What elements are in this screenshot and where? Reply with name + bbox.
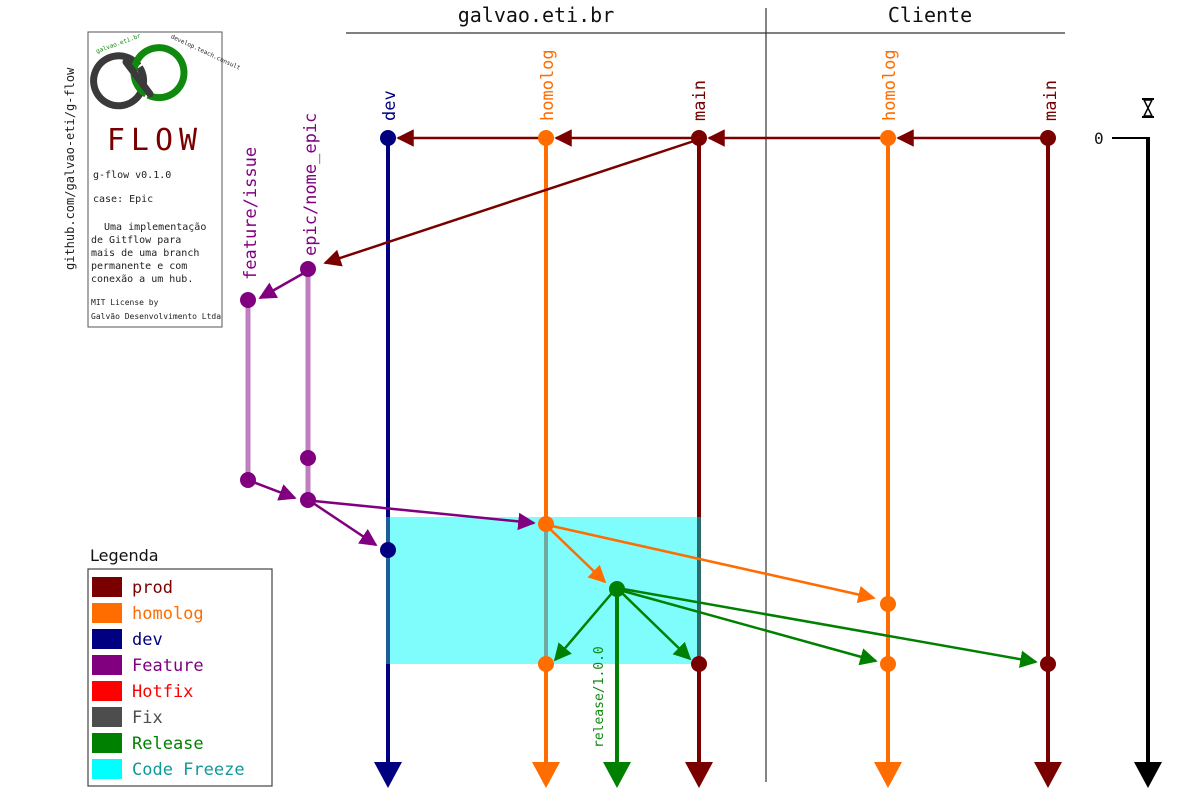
flow-epic-to-dev <box>312 501 378 547</box>
legend-item-fix: Fix <box>92 707 163 728</box>
code-freeze-area <box>388 517 699 664</box>
timeline-start: 0 <box>1094 129 1104 148</box>
commit-epic-end <box>300 492 316 508</box>
branch-arrow-main-left <box>685 762 713 788</box>
svg-text:g-flow v0.1.0: g-flow v0.1.0 <box>93 170 171 181</box>
flow-epic-to-homolog <box>313 499 536 531</box>
flow-release-to-homolog-right <box>622 589 878 666</box>
svg-text:case: Epic: case: Epic <box>93 194 153 205</box>
branch-arrow-main-right <box>1034 762 1062 788</box>
commit-dev-merge <box>380 542 396 558</box>
commit-homolog-right-start <box>880 130 896 146</box>
timeline: 0 <box>1094 98 1162 788</box>
flow-epic-to-feature <box>258 271 305 300</box>
commit-release-start <box>609 581 625 597</box>
commit-homolog-left-release <box>538 656 554 672</box>
legend-item-hotfix: Hotfix <box>92 681 193 702</box>
label-dev: dev <box>380 90 400 121</box>
svg-text:de Gitflow para: de Gitflow para <box>91 235 181 246</box>
legend-item-homolog: homolog <box>92 603 204 624</box>
flow-release-to-main-left <box>621 592 692 661</box>
svg-text:permanente e com: permanente e com <box>91 261 187 272</box>
svg-text:MIT License by: MIT License by <box>91 298 159 307</box>
repo-url: github.com/galvao-eti/g-flow <box>63 67 77 270</box>
header-galvao: galvao.eti.br <box>458 3 615 27</box>
commit-epic-start <box>300 261 316 277</box>
flow-word: FLOW <box>107 123 203 158</box>
commit-main-left-start <box>691 130 707 146</box>
svg-text:prod: prod <box>132 578 173 598</box>
svg-text:homolog: homolog <box>132 604 204 624</box>
svg-text:dev: dev <box>132 630 163 650</box>
legend-item-code-freeze: Code Freeze <box>92 759 245 780</box>
commit-epic-mid <box>300 450 316 466</box>
flow-release-to-main-right <box>622 587 1038 668</box>
branch-arrow-release <box>603 762 631 788</box>
commit-homolog-right-mid <box>880 596 896 612</box>
svg-text:Release: Release <box>132 734 204 754</box>
flow-release-to-homolog-left <box>553 592 613 662</box>
svg-text:mais de uma branch: mais de uma branch <box>91 248 199 259</box>
label-main-right: main <box>1041 80 1061 121</box>
svg-text:Fix: Fix <box>132 708 163 728</box>
commit-dev-start <box>380 130 396 146</box>
flow-homolog-to-release <box>549 528 607 584</box>
svg-text:Feature: Feature <box>132 656 204 676</box>
legend-item-prod: prod <box>92 577 173 598</box>
svg-text:Uma implementação: Uma implementação <box>104 222 206 233</box>
commit-main-left-release <box>691 656 707 672</box>
label-homolog-left: homolog <box>538 49 558 121</box>
commit-feature-end <box>240 472 256 488</box>
commit-main-right-start <box>1040 130 1056 146</box>
commit-homolog-merge <box>538 516 554 532</box>
flow-feature-to-epic <box>252 480 297 501</box>
svg-text:Hotfix: Hotfix <box>132 682 193 702</box>
legend-item-feature: Feature <box>92 655 204 676</box>
commit-main-right-release <box>1040 656 1056 672</box>
label-homolog-right: homolog <box>880 49 900 121</box>
branch-arrow-homolog-right <box>874 762 902 788</box>
flow-main-to-epic <box>323 139 695 267</box>
commit-homolog-left-start <box>538 130 554 146</box>
commit-homolog-right-release <box>880 656 896 672</box>
branch-arrow-homolog-left <box>532 762 560 788</box>
svg-text:Code Freeze: Code Freeze <box>132 760 245 780</box>
label-main-left: main <box>690 80 710 121</box>
commit-feature-start <box>240 292 256 308</box>
label-epic: epic/nome_epic <box>301 113 321 256</box>
flow-homolog-to-homolog-right <box>551 524 876 604</box>
legend-title: Legenda <box>90 546 159 565</box>
legend: Legenda prod homolog dev Feature Hotfix … <box>87 546 273 787</box>
svg-text:conexão a um hub.: conexão a um hub. <box>91 274 193 285</box>
header-cliente: Cliente <box>888 3 972 27</box>
svg-text:Galvão Desenvolvimento Ltda: Galvão Desenvolvimento Ltda <box>91 312 221 321</box>
label-feature: feature/issue <box>241 147 261 280</box>
hourglass-icon <box>1142 98 1154 118</box>
legend-item-release: Release <box>92 733 204 754</box>
info-box: galvao.eti.br develop.teach.consult FLOW… <box>87 31 242 328</box>
label-release: release/1.0.0 <box>592 646 607 748</box>
branch-arrow-dev <box>374 762 402 788</box>
legend-item-dev: dev <box>92 629 163 650</box>
